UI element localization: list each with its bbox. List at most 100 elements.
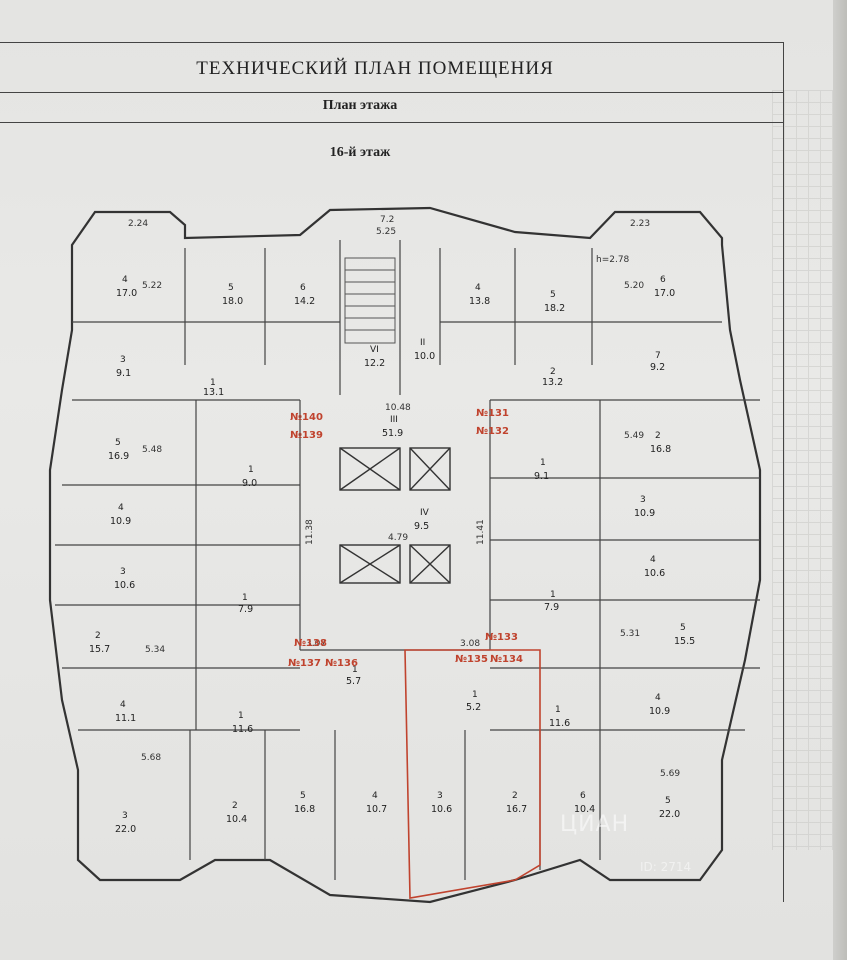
room-area: 17.0: [654, 288, 675, 299]
document-title: ТЕХНИЧЕСКИЙ ПЛАН ПОМЕЩЕНИЯ: [196, 58, 554, 79]
room-area: 51.9: [382, 428, 403, 439]
dim-label: 10.48: [385, 403, 411, 413]
dim-label: 5.34: [145, 645, 165, 655]
document-subtitle: План этажа: [322, 98, 398, 113]
room-no: 2: [512, 791, 518, 801]
room-no: II: [420, 338, 425, 348]
room-no: 6: [300, 283, 306, 293]
room-area: 18.0: [222, 296, 243, 307]
apartment-number-labels: №140 №139 №131 №132 №138 №137 №136 №133 …: [288, 408, 523, 669]
room-area: 10.4: [574, 804, 595, 815]
grid-paper: [772, 90, 834, 850]
room-area: 16.8: [294, 804, 315, 815]
apartment-label: №131: [476, 408, 509, 419]
room-area: 17.0: [116, 288, 137, 299]
dim-label: 11.41: [476, 519, 486, 545]
room-area: 5.7: [346, 676, 361, 687]
room-area: 13.8: [469, 296, 490, 307]
room-area: 13.1: [203, 387, 224, 398]
room-area: 16.7: [506, 804, 527, 815]
apartment-label: №140: [290, 412, 323, 423]
dim-label: 3.08: [460, 639, 480, 649]
room-no: 1: [242, 593, 248, 603]
room-no: 7: [655, 351, 661, 361]
room-no: 4: [650, 555, 656, 565]
apartment-label: №136: [325, 658, 358, 669]
highlighted-apartment-outline: [404, 649, 541, 899]
room-area: 10.9: [110, 516, 131, 527]
room-no: 4: [475, 283, 481, 293]
apartment-label: №137: [288, 658, 321, 669]
room-no: 1: [352, 665, 358, 675]
room-no: 3: [437, 791, 443, 801]
room-area: 11.6: [549, 718, 570, 729]
dim-label: 7.2: [380, 215, 394, 225]
room-no: 4: [122, 275, 128, 285]
dim-label: 11.38: [305, 519, 315, 545]
room-no: 1: [550, 590, 556, 600]
apartment-label: №132: [476, 426, 509, 437]
room-area: 7.9: [238, 604, 253, 615]
dim-label: 4.79: [388, 533, 408, 543]
watermark-id: ID: 2714: [640, 860, 692, 874]
room-labels: 4 17.0 5 18.0 6 14.2 VI 12.2 II 10.0 4 1…: [89, 275, 695, 835]
dim-label: h=2.78: [596, 255, 630, 265]
room-no: 5: [680, 623, 686, 633]
room-no: IV: [420, 508, 430, 518]
room-no: 1: [238, 711, 244, 721]
floor-label: 16-й этаж: [329, 145, 391, 160]
frame-subtitle-divider: [0, 122, 783, 123]
dim-label: 5.31: [620, 629, 640, 639]
room-area: 12.2: [364, 358, 385, 369]
room-area: 9.2: [650, 362, 665, 373]
apartment-label: №134: [490, 654, 523, 665]
room-no: 4: [120, 700, 126, 710]
room-area: 10.0: [414, 351, 435, 362]
frame-top-line: [0, 42, 783, 43]
room-area: 22.0: [659, 809, 680, 820]
room-no: 4: [118, 503, 124, 513]
room-no: 5: [300, 791, 306, 801]
apartment-label: №133: [485, 632, 518, 643]
dim-label: 5.25: [376, 227, 396, 237]
room-no: 5: [550, 290, 556, 300]
page-edge: [833, 0, 847, 960]
room-area: 11.6: [232, 724, 253, 735]
apartment-label: №135: [455, 654, 488, 665]
dim-label: 2.24: [128, 219, 148, 229]
room-area: 16.8: [650, 444, 671, 455]
dim-label: 5.48: [142, 445, 162, 455]
room-area: 10.9: [634, 508, 655, 519]
apartment-label: №139: [290, 430, 323, 441]
room-area: 10.9: [649, 706, 670, 717]
frame-title-divider: [0, 92, 783, 93]
room-no: 2: [232, 801, 238, 811]
dim-label: 3.07: [306, 639, 326, 649]
dim-label: 5.22: [142, 281, 162, 291]
dim-label: 5.49: [624, 431, 644, 441]
room-area: 5.2: [466, 702, 481, 713]
room-no: 2: [550, 367, 556, 377]
room-no: 2: [655, 431, 661, 441]
room-no: 1: [248, 465, 254, 475]
interior-walls: [55, 240, 760, 880]
room-no: 1: [472, 690, 478, 700]
room-area: 10.6: [114, 580, 135, 591]
room-no: 6: [660, 275, 666, 285]
room-area: 22.0: [115, 824, 136, 835]
room-area: 10.4: [226, 814, 247, 825]
room-no: 3: [120, 355, 126, 365]
room-area: 14.2: [294, 296, 315, 307]
room-area: 7.9: [544, 602, 559, 613]
outer-walls: [48, 206, 762, 904]
room-no: 2: [95, 631, 101, 641]
stairs: [344, 257, 396, 344]
room-area: 15.7: [89, 644, 110, 655]
room-no: 6: [580, 791, 586, 801]
room-area: 9.0: [242, 478, 257, 489]
room-no: 4: [655, 693, 661, 703]
room-area: 15.5: [674, 636, 695, 647]
room-no: 3: [120, 567, 126, 577]
